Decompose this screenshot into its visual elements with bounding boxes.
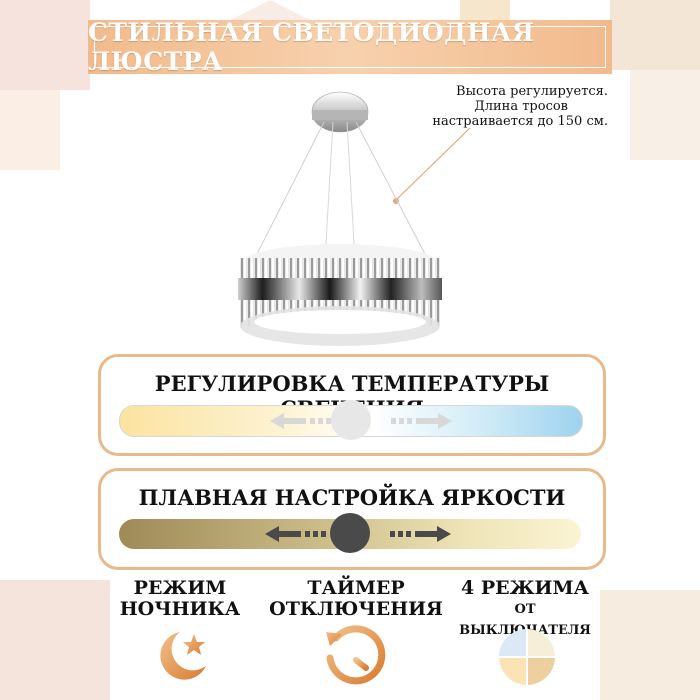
feature-night-line1: РЕЖИМ bbox=[133, 577, 227, 599]
brightness-slider-knob[interactable] bbox=[330, 513, 370, 553]
height-note: Высота регулируется. Длина тросов настра… bbox=[428, 84, 608, 129]
arrow-left-icon bbox=[270, 413, 331, 429]
title-banner: СТИЛЬНАЯ СВЕТОДИОДНАЯ ЛЮСТРА bbox=[88, 18, 612, 76]
temperature-slider-track[interactable] bbox=[119, 400, 583, 440]
four-modes-icon bbox=[499, 629, 555, 685]
feature-timer: ТАЙМЕР ОТКЛЮЧЕНИЯ bbox=[268, 578, 444, 620]
timer-icon bbox=[326, 625, 386, 685]
note-line-2: Длина тросов bbox=[474, 99, 568, 114]
feature-night-line2: НОЧНИКА bbox=[119, 598, 241, 620]
moon-star-icon bbox=[160, 632, 206, 680]
note-line-1: Высота регулируется. bbox=[456, 84, 608, 99]
feature-timer-line2: ОТКЛЮЧЕНИЯ bbox=[269, 598, 443, 620]
feature-night-mode: РЕЖИМ НОЧНИКА bbox=[110, 578, 250, 620]
feature-timer-line1: ТАЙМЕР bbox=[307, 577, 405, 599]
feature-four-modes: 4 РЕЖИМА ОТ ВЫКЛЮЧАТЕЛЯ bbox=[450, 578, 600, 641]
feature-modes-line1: 4 РЕЖИМА bbox=[461, 577, 589, 599]
arrow-right-icon bbox=[390, 526, 451, 542]
brightness-slider-track[interactable] bbox=[119, 513, 581, 553]
temperature-panel: РЕГУЛИРОВКА ТЕМПЕРАТУРЫ СВЕЧЕНИЯ bbox=[98, 354, 606, 456]
temperature-slider-knob[interactable] bbox=[331, 400, 371, 440]
banner-frame bbox=[94, 26, 606, 68]
brightness-panel: ПЛАВНАЯ НАСТРОЙКА ЯРКОСТИ bbox=[98, 468, 606, 570]
banner-title: СТИЛЬНАЯ СВЕТОДИОДНАЯ ЛЮСТРА bbox=[88, 18, 535, 76]
arrow-left-icon bbox=[265, 526, 326, 542]
chandelier-illustration bbox=[238, 91, 442, 346]
brightness-title: ПЛАВНАЯ НАСТРОЙКА ЯРКОСТИ bbox=[138, 485, 566, 510]
arrow-right-icon bbox=[391, 413, 452, 429]
note-line-3: настраивается до 150 см. bbox=[432, 114, 608, 129]
